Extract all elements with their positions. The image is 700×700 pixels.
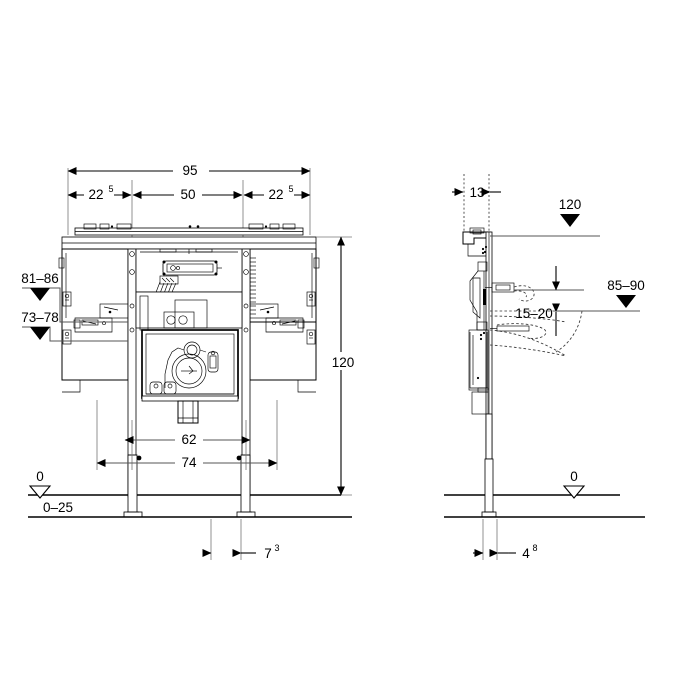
front-elevation-group: 95 22 5 50 22 5: [21, 160, 358, 561]
top-mounting-rail: [74, 223, 304, 236]
dimension-wall-offset: 13: [452, 185, 501, 200]
dim-leg-offset-sup: 3: [274, 543, 279, 553]
dim-outer-leg-span-label: 74: [181, 455, 197, 470]
central-cistern-assembly: [135, 248, 243, 424]
dimension-segment-chain: 22 5 50 22 5: [67, 184, 311, 202]
dim-overall-height-label: 120: [332, 355, 355, 370]
level-marker-basin-height: 85–90: [556, 278, 645, 312]
dim-wall-offset-label: 13: [469, 185, 484, 200]
dimension-overall-width: 95: [67, 160, 311, 178]
dimension-basin-gap: 15–20: [514, 266, 584, 336]
front-floor-lines: [28, 494, 352, 518]
dim-foot-offset-sup: 8: [532, 543, 537, 553]
dim-basin-height-label: 85–90: [607, 278, 645, 293]
supply-connection: [485, 282, 535, 302]
datum-level-label: 0: [36, 469, 44, 484]
dim-leg-offset-label: 7: [264, 546, 272, 561]
dimension-inner-leg-span: 62: [124, 430, 251, 447]
dim-left-segment-label: 22: [88, 187, 103, 202]
datum-level-label-side: 0: [570, 469, 578, 484]
dim-inner-leg-span-label: 62: [181, 432, 196, 447]
side-floor-lines: [444, 494, 645, 518]
open-triangle-icon: [562, 485, 586, 499]
level-marker-top-height: 120: [490, 197, 600, 237]
dimension-leg-offset: 7 3: [202, 519, 280, 561]
side-frame-profile: [462, 227, 497, 518]
datum-marker-side: 0: [562, 469, 586, 499]
datum-marker-front: 0: [28, 469, 52, 499]
floor-buildup-label: 0–25: [43, 500, 73, 515]
filled-triangle-icon: [616, 295, 636, 308]
dimension-overall-height: 120: [316, 236, 358, 496]
filled-triangle-icon: [560, 214, 580, 227]
level-marker-upper-connection: 81–86: [21, 271, 59, 301]
dimension-outer-leg-span: 74: [96, 453, 278, 470]
filled-triangle-icon: [30, 327, 50, 340]
open-triangle-icon: [28, 485, 52, 499]
washbasin-outline: [489, 310, 583, 357]
dim-center-segment-label: 50: [180, 187, 195, 202]
dim-right-segment-sup: 5: [288, 184, 293, 194]
upper-cross-member: [61, 236, 317, 250]
dim-foot-offset-label: 4: [522, 546, 530, 561]
level-marker-lower-connection: 73–78: [21, 310, 59, 340]
dim-left-segment-sup: 5: [108, 184, 113, 194]
filled-triangle-icon: [30, 288, 50, 301]
dim-overall-width-label: 95: [182, 163, 197, 178]
dimension-foot-offset: 4 8: [473, 519, 538, 561]
dim-right-segment-label: 22: [268, 187, 283, 202]
dim-basin-gap-label: 15–20: [515, 306, 553, 321]
side-elevation-group: 13: [444, 174, 645, 561]
dim-top-height-label: 120: [559, 197, 582, 212]
level-upper-connection-label: 81–86: [21, 271, 59, 286]
level-lower-connection-label: 73–78: [21, 310, 59, 325]
